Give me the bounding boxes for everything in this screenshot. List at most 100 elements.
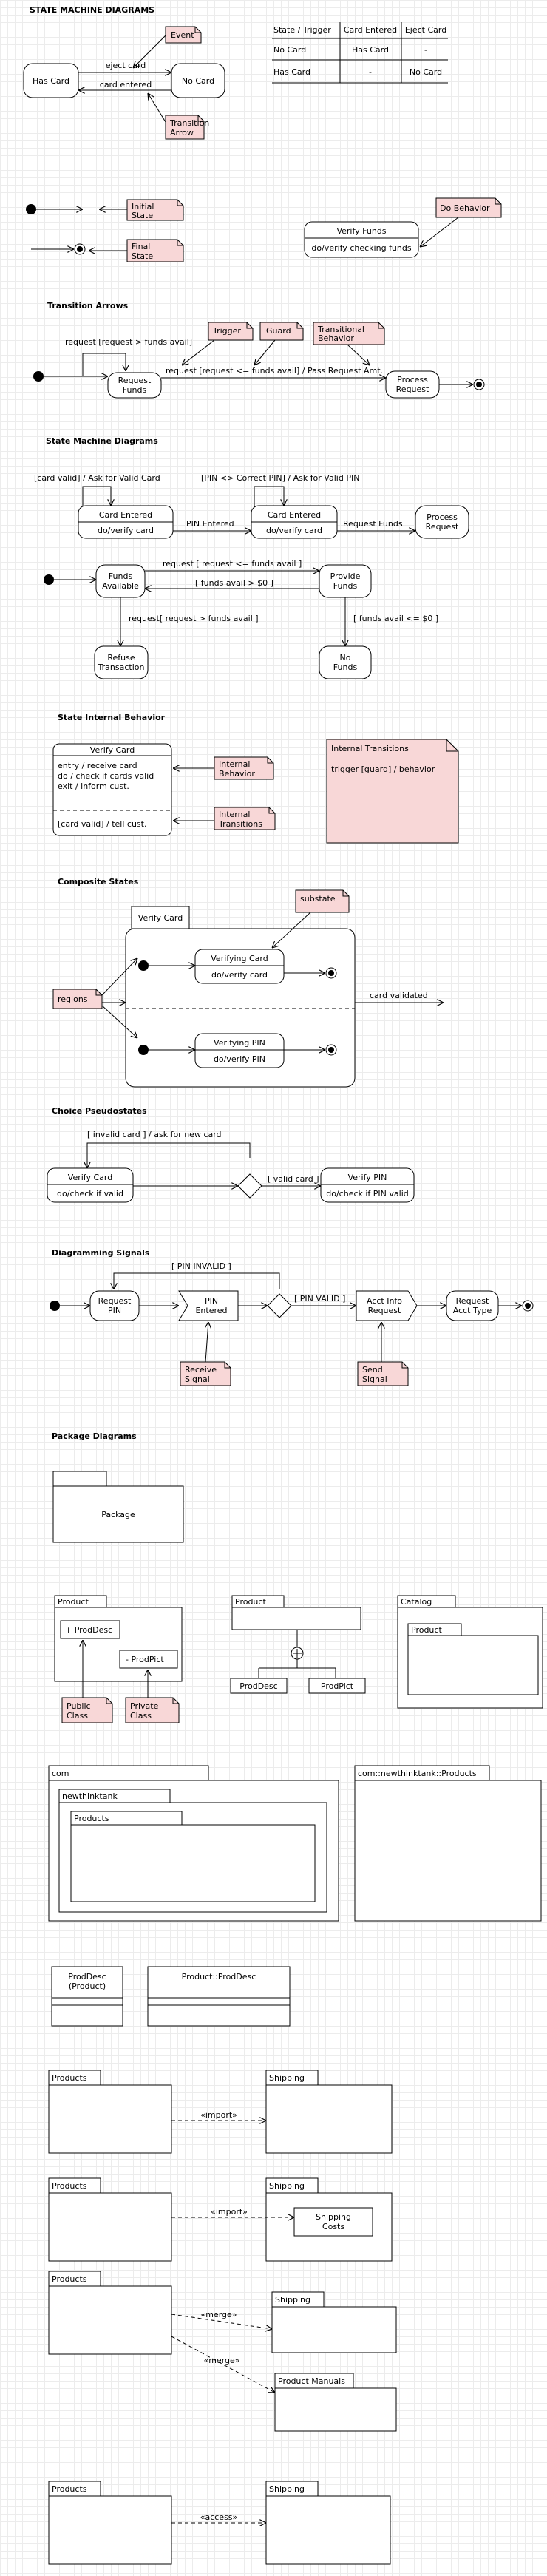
package-product-containment: Product ProdDesc ProdPict xyxy=(230,1595,366,1694)
note-internal-transitions: Internal Transitions xyxy=(214,807,276,830)
label-eject-card: eject card xyxy=(106,61,146,70)
pointer-do-behavior xyxy=(420,217,459,247)
choice-diamond-signal xyxy=(267,1293,292,1318)
state-has-card-label: Has Card xyxy=(33,76,69,86)
sec7-initial-node xyxy=(50,1301,60,1311)
class-prodpict-private xyxy=(119,1650,178,1669)
note-private-class-line2: Class xyxy=(130,1711,152,1721)
state-process-request-3-line2: Request xyxy=(426,522,459,532)
note-regions: regions xyxy=(52,989,103,1009)
state-process-request-3-line1: Process xyxy=(427,512,458,522)
state-process-request-line1: Process xyxy=(397,375,428,384)
state-verifying-pin-do: do/verify PIN xyxy=(214,1054,265,1064)
note-final-state-line2: State xyxy=(132,251,153,261)
pointer-regions-upper xyxy=(101,958,137,996)
state-no-funds xyxy=(319,645,372,679)
state-request-funds-line1: Request xyxy=(118,376,152,385)
pointer-transition-arrow xyxy=(148,93,166,123)
heading-state-machine-diagrams: State Machine Diagrams xyxy=(46,436,158,446)
big-note-body: trigger [guard] / behavior xyxy=(331,765,435,774)
region1-initial-node xyxy=(138,960,149,971)
note-internal-transitions-line2: Transitions xyxy=(218,819,262,829)
state-refuse-transaction-line2: Transaction xyxy=(98,662,145,672)
composite-tab xyxy=(131,906,190,929)
state-request-pin-line1: Request xyxy=(98,1296,132,1306)
state-verify-card-entry: entry / receive card xyxy=(58,761,137,770)
label-request-le: request [request <= funds avail] / Pass … xyxy=(166,366,383,376)
note-event: Event xyxy=(165,26,202,44)
signal-pin-entered xyxy=(178,1290,239,1321)
note-internal-behavior: Internal Behavior xyxy=(214,756,274,780)
pointer-substate xyxy=(272,912,311,948)
sec2-initial-node xyxy=(33,371,44,382)
label-funds-le: [ funds avail <= $0 ] xyxy=(353,614,438,623)
label-merge-manuals: «merge» xyxy=(203,2356,239,2365)
package-newthinktank-label: newthinktank xyxy=(62,1792,118,1801)
table-header-2: Eject Card xyxy=(405,25,446,35)
class-prodpict-label: ProdPict xyxy=(321,1681,354,1691)
package-com-products: com::newthinktank::Products xyxy=(354,1765,542,1922)
state-request-funds xyxy=(107,372,162,399)
region2-final-core xyxy=(328,1047,334,1053)
note-send-signal-line1: Send xyxy=(362,1365,383,1375)
package-basic: Package xyxy=(52,1471,184,1543)
state-verifying-pin xyxy=(194,1033,285,1068)
note-send-signal: Send Signal xyxy=(357,1361,409,1386)
label-pin-valid: [ PIN VALID ] xyxy=(294,1294,345,1304)
package-products-import2: Products xyxy=(48,2177,172,2262)
note-internal-transitions-line1: Internal xyxy=(219,810,250,819)
package-catalog-product-label: Product xyxy=(411,1625,442,1635)
table-cell-0-2: - xyxy=(424,45,427,55)
package-shipping-merge: Shipping xyxy=(271,2291,397,2353)
class-proddesc-public xyxy=(60,1620,120,1639)
state-request-acct-type-line2: Acct Type xyxy=(453,1306,492,1315)
state-refuse-transaction xyxy=(94,645,149,679)
state-refuse-transaction-line1: Refuse xyxy=(107,653,135,662)
note-do-behavior: Do Behavior xyxy=(435,197,502,218)
label-card-entered: card entered xyxy=(100,80,152,89)
sec7-final-core xyxy=(525,1303,531,1309)
package-product-manuals-label: Product Manuals xyxy=(278,2376,345,2386)
package-products-import1: Products xyxy=(48,2070,172,2154)
note-transition-arrow-line1: Transition xyxy=(169,118,209,128)
state-verify-funds xyxy=(304,221,419,258)
pointer-trigger xyxy=(182,339,215,365)
note-initial-state-line2: State xyxy=(132,211,153,220)
state-card-entered-2-label: Card Entered xyxy=(268,510,321,520)
package-products-access-label: Products xyxy=(52,2484,87,2494)
class-product-proddesc: Product::ProdDesc xyxy=(147,1966,291,2027)
class-prodpict xyxy=(308,1678,366,1694)
state-verify-card-internal-transition: [card valid] / tell cust. xyxy=(58,819,146,829)
state-provide-funds-line2: Funds xyxy=(333,581,358,591)
signal-pin-entered-line2: Entered xyxy=(195,1306,227,1315)
package-catalog: Catalog Product xyxy=(397,1595,543,1709)
package-product-visibility: Product + ProdDesc - ProdPict xyxy=(54,1595,183,1682)
note-regions-text: regions xyxy=(58,994,88,1004)
pointer-regions-lower xyxy=(101,1005,137,1038)
state-request-pin-line2: PIN xyxy=(108,1306,121,1315)
state-card-entered-do: do/verify card xyxy=(98,526,154,535)
heading-diagramming-signals: Diagramming Signals xyxy=(52,1248,150,1258)
state-verify-funds-do: do/verify checking funds xyxy=(311,243,411,253)
state-process-request-3 xyxy=(415,505,469,539)
state-request-acct-type-line1: Request xyxy=(456,1296,489,1306)
state-has-card xyxy=(23,63,79,98)
package-products-import1-label: Products xyxy=(52,2073,87,2083)
state-no-funds-line1: No xyxy=(340,653,351,662)
package-shipping-merge-label: Shipping xyxy=(275,2295,310,2305)
signal-acct-info-request xyxy=(356,1290,418,1321)
note-receive-signal-line2: Signal xyxy=(185,1375,210,1384)
class-shipping-costs-line2: Costs xyxy=(322,2222,344,2231)
note-transitional-behavior: Transitional Behavior xyxy=(313,322,385,345)
state-verify-pin-choice-do: do/check if PIN valid xyxy=(326,1189,409,1199)
note-substate: substate xyxy=(295,889,350,913)
table-header-1: Card Entered xyxy=(344,25,397,35)
package-catalog-label: Catalog xyxy=(401,1597,432,1607)
label-loop-card-valid: [card valid] / Ask for Valid Card xyxy=(34,473,160,483)
signal-pin-entered-line1: PIN xyxy=(205,1296,218,1306)
state-verify-card-choice-label: Verify Card xyxy=(68,1173,112,1182)
table-cell-1-1: - xyxy=(369,67,372,77)
state-no-card xyxy=(171,63,225,98)
dependency-merge-shipping xyxy=(171,2314,272,2329)
